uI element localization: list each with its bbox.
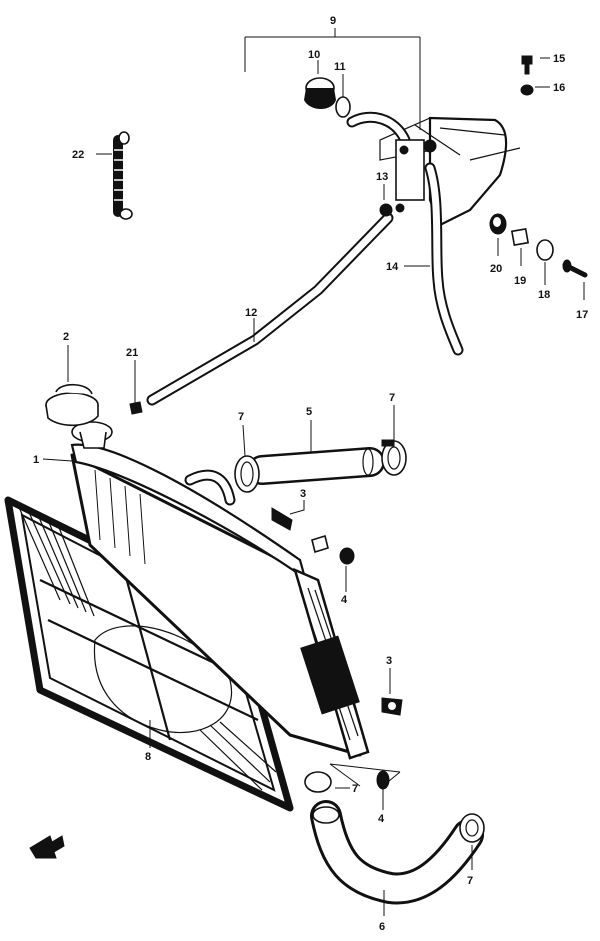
callout-13: 13	[376, 171, 388, 183]
callout-14: 14	[386, 261, 399, 273]
callout-7-lower-right: 7	[467, 875, 473, 887]
reservoir-drain-hose	[424, 162, 464, 356]
mount-cushion-lower	[376, 770, 390, 790]
radiator	[70, 421, 370, 760]
callout-20: 20	[490, 263, 502, 275]
hose-clip-13	[379, 203, 393, 217]
callout-21: 21	[126, 347, 138, 359]
front-direction-arrow	[29, 835, 65, 859]
leader-lines	[42, 28, 585, 916]
hose-clamp-lower-left	[304, 771, 332, 793]
hose-clamp-upper-right	[381, 439, 407, 476]
callout-12: 12	[245, 307, 257, 319]
bolt-3-upper	[271, 507, 293, 531]
bolt-15	[521, 55, 533, 75]
washer-18	[536, 239, 554, 261]
upper-radiator-hose	[184, 447, 385, 506]
radiator-cap	[45, 383, 99, 427]
callout-11: 11	[334, 61, 346, 73]
callout-4-upper: 4	[341, 594, 348, 606]
callout-15: 15	[553, 53, 565, 65]
hose-clamp-lower-right	[459, 813, 485, 843]
callout-6: 6	[379, 921, 385, 933]
collar-19	[510, 227, 530, 247]
callout-18: 18	[538, 289, 550, 301]
washer-16	[520, 84, 534, 96]
hose-clip-21	[129, 401, 143, 415]
callout-7-upper-right: 7	[389, 392, 395, 404]
callout-7-lower-left: 7	[352, 783, 358, 795]
callout-1: 1	[33, 454, 39, 466]
reservoir-cap-seal	[335, 96, 351, 118]
reservoir-tank	[346, 111, 521, 227]
callout-5: 5	[306, 406, 312, 418]
hose-clamp-upper-left	[234, 455, 260, 493]
callout-2: 2	[63, 331, 69, 343]
lower-radiator-hose	[310, 800, 484, 905]
callout-17: 17	[576, 309, 588, 321]
callout-8: 8	[145, 751, 151, 763]
grommet-20	[489, 213, 507, 235]
reservoir-cap	[304, 77, 336, 109]
callout-22: 22	[72, 149, 84, 161]
callout-4-lower: 4	[378, 813, 385, 825]
callout-3-lower: 3	[386, 655, 392, 667]
bolt-17	[562, 259, 588, 278]
overflow-hose	[146, 204, 394, 406]
callout-16: 16	[553, 82, 565, 94]
bolt-3-lower	[381, 697, 403, 716]
spring-22	[113, 131, 133, 220]
callout-9: 9	[330, 15, 336, 27]
mount-bracket-upper	[311, 534, 355, 565]
callout-3-upper: 3	[300, 488, 306, 500]
callout-labels: 1 2 3 3 4 4 5 6 7 7 7 7 8 9 10 11 12 13 …	[33, 15, 588, 933]
callout-7-upper-left: 7	[238, 411, 244, 423]
callout-10: 10	[308, 49, 320, 61]
callout-19: 19	[514, 275, 526, 287]
